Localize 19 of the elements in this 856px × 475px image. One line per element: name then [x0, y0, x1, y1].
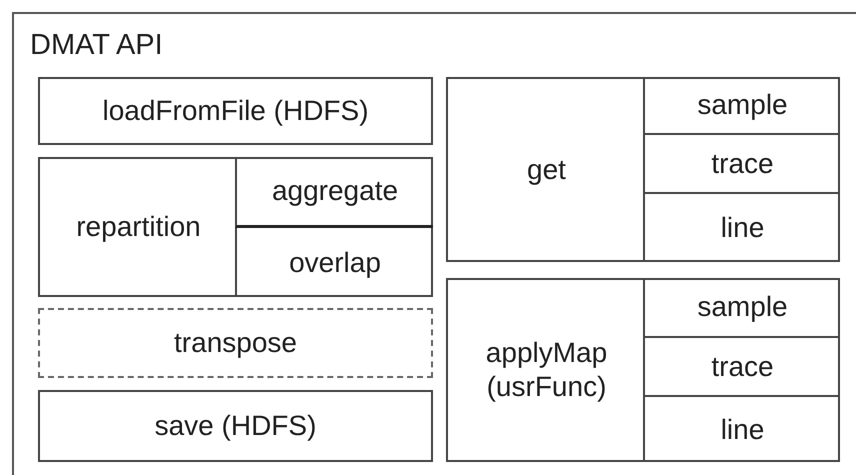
function-box: line — [643, 395, 840, 462]
function-box: save (HDFS) — [38, 390, 433, 462]
group-label: repartition — [75, 210, 202, 244]
group-label: get — [526, 152, 567, 187]
panel-title: DMAT API — [30, 28, 163, 63]
function-box: trace — [643, 133, 840, 192]
function-box: aggregate — [235, 157, 433, 228]
function-group-box — [446, 77, 840, 262]
function-box: loadFromFile (HDFS) — [38, 77, 433, 145]
function-box: trace — [643, 336, 840, 395]
group-label: applyMap (usrFunc) — [484, 336, 608, 404]
function-group-box — [446, 278, 840, 462]
function-box: sample — [643, 278, 840, 336]
api-panel — [12, 12, 856, 475]
function-box: line — [643, 192, 840, 262]
optional-function-box: transpose — [38, 308, 433, 378]
function-group-box — [38, 157, 433, 297]
function-box: overlap — [235, 228, 433, 297]
function-box: sample — [643, 77, 840, 133]
